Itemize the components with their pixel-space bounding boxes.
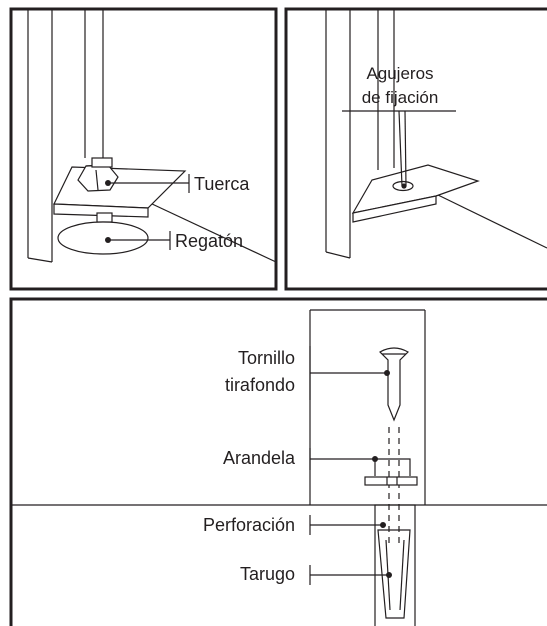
foot-base <box>57 221 149 255</box>
panel-fixing-holes <box>284 7 547 291</box>
panel-wall-anchor <box>9 297 547 626</box>
screw-marker <box>384 370 390 376</box>
panel-frame <box>284 7 547 291</box>
nut-marker <box>105 180 111 186</box>
bracket-plate <box>53 166 187 209</box>
washer <box>364 476 418 486</box>
plug <box>377 529 411 619</box>
label-screw-line2: tirafondo <box>225 375 295 395</box>
label-nut: Tuerca <box>194 174 250 194</box>
label-holes-line1: Agujeros <box>366 64 433 83</box>
panel-frame <box>9 297 547 626</box>
foot-marker <box>105 237 111 243</box>
label-screw-line1: Tornillo <box>238 348 295 368</box>
label-drill: Perforación <box>203 515 295 535</box>
hole-marker <box>401 183 407 189</box>
label-holes-line2: de fijación <box>362 88 439 107</box>
label-washer: Arandela <box>223 448 296 468</box>
washer-marker <box>372 456 378 462</box>
plug-marker <box>386 572 392 578</box>
panel-frame <box>9 7 278 291</box>
drilled-hole <box>374 504 416 626</box>
label-foot: Regatón <box>175 231 243 251</box>
label-plug: Tarugo <box>240 564 295 584</box>
panel-leveling-foot <box>9 7 278 291</box>
screw <box>379 347 409 422</box>
drill-marker <box>380 522 386 528</box>
